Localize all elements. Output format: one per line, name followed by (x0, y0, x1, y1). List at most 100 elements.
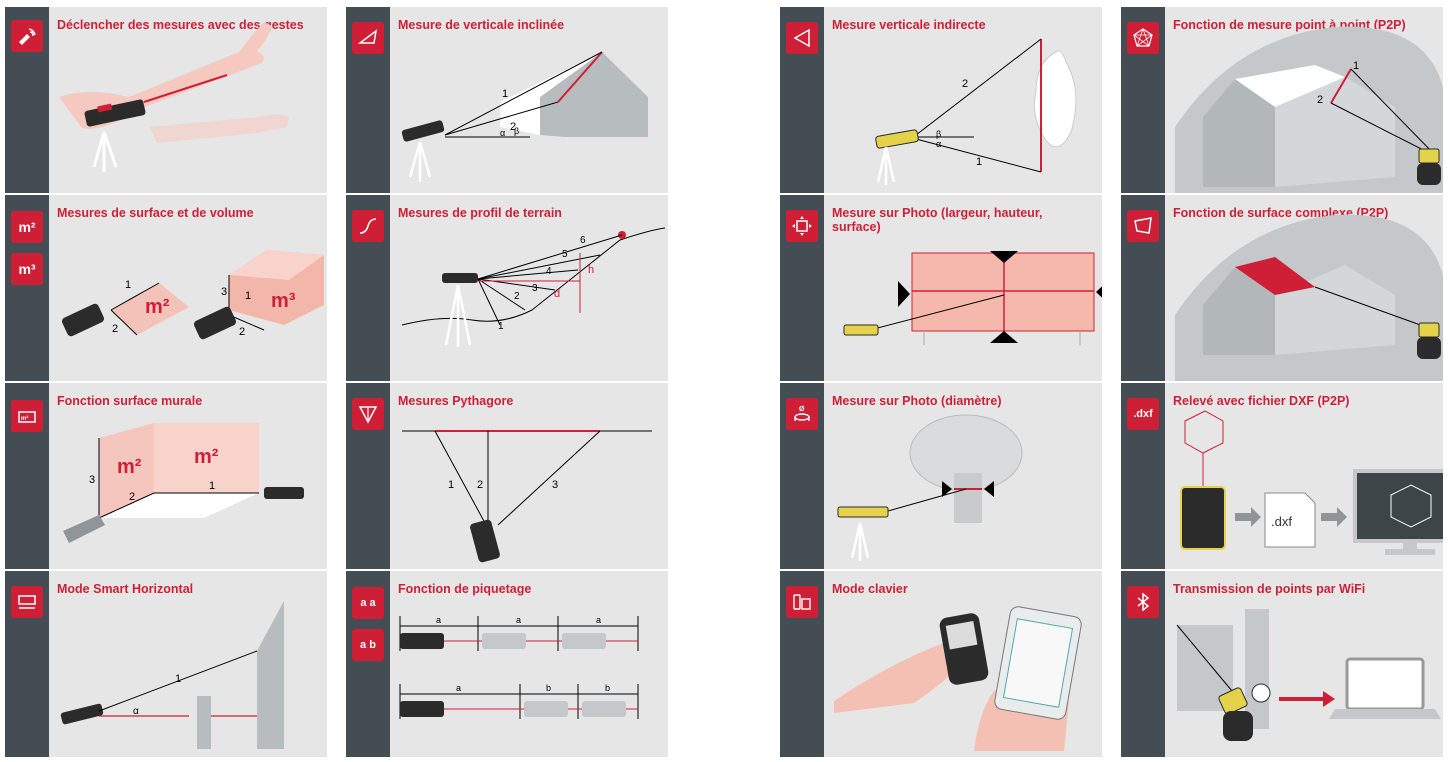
interval-label: a (456, 683, 461, 693)
panel-title: Mesure sur Photo (diamètre) (832, 394, 1002, 408)
measure-label: 2 (112, 323, 118, 335)
interval-label: a (516, 615, 521, 625)
panel-pythagoras: Mesures Pythagore 1 2 3 (346, 383, 668, 569)
measure-label: 3 (552, 479, 558, 491)
interval-label: b (605, 683, 610, 693)
terrain-profile-icon (352, 210, 384, 242)
smart-horizontal-icon (11, 586, 43, 618)
wall-surface-icon: m² (11, 400, 43, 432)
panel-complex-surface: Fonction de surface complexe (P2P) (1121, 195, 1443, 381)
interval-label: a (596, 615, 601, 625)
distance-label: d (554, 288, 560, 300)
p2p-icon (1127, 22, 1159, 54)
measure-label: 1 (125, 279, 131, 291)
dxf-icon: .dxf (1127, 398, 1159, 430)
measure-label: 1 (976, 156, 982, 168)
panel-photo-diameter: Ø Mesure sur Photo (diamètre) (780, 383, 1102, 569)
measure-label: 4 (546, 266, 552, 277)
angle-label: β (936, 129, 941, 139)
measure-label: 1 (1353, 60, 1359, 72)
complex-surface-illustration (1175, 214, 1443, 381)
measure-label: 2 (514, 291, 520, 302)
volume-label: m³ (271, 290, 296, 312)
interval-label: b (546, 683, 551, 693)
panel-surface-volume: m² m³ Mesures de surface et de volume m²… (5, 195, 327, 381)
m3-icon: m³ (11, 253, 43, 285)
p2p-illustration: 1 2 (1175, 26, 1443, 193)
measure-label: 1 (245, 290, 251, 302)
panel-keyboard-mode: Mode clavier (780, 571, 1102, 757)
panel-title: Mesure sur Photo (largeur, hauteur, surf… (832, 206, 1043, 234)
panel-point-to-point: Fonction de mesure point à point (P2P) 1… (1121, 7, 1443, 193)
bluetooth-icon (1127, 586, 1159, 618)
panel-gesture-trigger: Déclencher des mesures avec des gestes (5, 7, 327, 193)
panel-smart-horizontal: Mode Smart Horizontal 1 α (5, 571, 327, 757)
file-label: .dxf (1271, 514, 1292, 529)
panel-title: Mode Smart Horizontal (57, 582, 194, 596)
panel-title: Déclencher des mesures avec des gestes (57, 18, 304, 32)
interval-label: a (436, 615, 441, 625)
inclined-vertical-illustration: 1 2 α β (401, 51, 648, 182)
panel-title: Mesure verticale indirecte (832, 18, 986, 32)
indirect-vertical-illustration: 2 1 β α (875, 38, 1077, 185)
measure-label: 2 (239, 326, 245, 338)
panel-title: Mesures Pythagore (398, 394, 514, 408)
angle-label: α (500, 128, 505, 138)
dxf-illustration: .dxf (1180, 410, 1443, 555)
svg-text:m²: m² (21, 415, 28, 422)
photo-diameter-illustration (837, 414, 1023, 561)
inclined-vertical-icon (352, 22, 384, 54)
panel-title: Mesures de surface et de volume (57, 206, 254, 220)
angle-label: β (514, 126, 519, 136)
panel-terrain-profile: Mesures de profil de terrain 1 2 3 4 5 6… (346, 195, 668, 381)
measure-label: 1 (175, 673, 181, 685)
measure-label: 3 (532, 283, 538, 294)
measure-label: 1 (498, 321, 504, 332)
measure-label: 2 (129, 491, 135, 503)
measure-label: 6 (580, 235, 586, 246)
panel-title: Mode clavier (832, 582, 908, 596)
keyboard-mode-icon (786, 586, 818, 618)
pythagoras-illustration: 1 2 3 (402, 430, 652, 563)
stakeout-ab-icon: a b (352, 629, 384, 661)
terrain-profile-illustration: 1 2 3 4 5 6 h d (401, 227, 666, 347)
photo-measure-icon (786, 210, 818, 242)
measure-label: 2 (962, 78, 968, 90)
photo-measure-illustration (843, 251, 1102, 345)
measure-label: 5 (562, 249, 568, 260)
measure-label: 1 (502, 88, 508, 100)
area-label: m² (145, 296, 170, 318)
measure-label: 3 (221, 286, 227, 298)
height-label: h (588, 264, 594, 276)
panel-dxf-survey: .dxf Relevé avec fichier DXF (P2P) .dxf (1121, 383, 1443, 569)
measure-label: 2 (1317, 94, 1323, 106)
panel-inclined-vertical: Mesure de verticale inclinée 1 2 α β (346, 7, 668, 193)
panel-title: Transmission de points par WiFi (1173, 582, 1366, 596)
panel-wall-surface: m² Fonction surface murale m² m² 3 2 1 (5, 383, 327, 569)
keyboard-mode-illustration (834, 606, 1082, 751)
angle-label: α (133, 706, 139, 717)
surface-volume-illustration: m² 1 2 m³ 3 1 2 (61, 250, 324, 340)
panel-wifi-transmission: Transmission de points par WiFi (1121, 571, 1443, 757)
complex-surface-icon (1127, 210, 1159, 242)
pythagoras-icon (352, 398, 384, 430)
panel-title: Relevé avec fichier DXF (P2P) (1173, 394, 1350, 408)
panel-title: Fonction surface murale (57, 394, 203, 408)
area-label: m² (117, 456, 142, 478)
measure-label: 2 (510, 121, 516, 133)
measure-label: 2 (477, 479, 483, 491)
wifi-transmission-illustration (1176, 609, 1441, 741)
panel-stakeout: a a a b Fonction de piquetage a a a a b … (346, 571, 668, 757)
area-label: m² (194, 446, 219, 468)
panel-indirect-vertical: Mesure verticale indirecte 2 1 β α (780, 7, 1102, 193)
stakeout-illustration: a a a a b b (399, 615, 639, 719)
wall-surface-illustration: m² m² 3 2 1 (63, 423, 304, 543)
angle-label: α (936, 139, 941, 149)
gesture-icon (11, 20, 43, 52)
m2-icon: m² (11, 211, 43, 243)
panel-title: Fonction de piquetage (398, 582, 532, 596)
svg-text:Ø: Ø (799, 406, 805, 413)
panel-photo-measure: Mesure sur Photo (largeur, hauteur, surf… (780, 195, 1102, 381)
smart-horizontal-illustration: 1 α (60, 601, 284, 749)
gesture-illustration (59, 22, 289, 172)
